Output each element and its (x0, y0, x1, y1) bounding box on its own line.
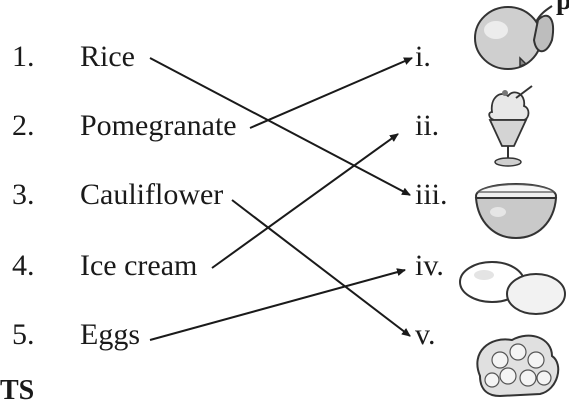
item-label-ice-cream: Ice cream (80, 249, 198, 282)
numeral-i: i. (415, 40, 431, 73)
match-arrow-rice-to-iii (149, 57, 411, 196)
item-label-cauliflower: Cauliflower (80, 178, 224, 211)
item-number-1: 1. (12, 40, 35, 73)
item-number-5: 5. (12, 318, 35, 351)
match-arrow-cauliflower-to-v (231, 199, 411, 337)
item-number-4: 4. (12, 249, 35, 282)
eggs-illustration (459, 261, 566, 315)
item-number-2: 2. (12, 109, 35, 142)
pomegranate-illustration (474, 5, 554, 70)
item-label-rice: Rice (80, 40, 135, 73)
numeral-ii: ii. (415, 109, 440, 142)
item-label-pomegranate: Pomegranate (80, 109, 237, 142)
numeral-v: v. (415, 318, 436, 351)
cauliflower-illustration (476, 334, 560, 398)
header-fragment: p (556, 0, 569, 16)
numeral-iv: iv. (415, 249, 444, 282)
item-number-3: 3. (12, 178, 35, 211)
ice-cream-sundae-illustration (488, 85, 533, 167)
item-label-eggs: Eggs (80, 318, 140, 351)
match-arrow-ice-cream-to-ii (211, 133, 399, 269)
bowl-of-rice-illustration (474, 183, 558, 240)
numeral-iii: iii. (415, 178, 448, 211)
match-arrow-eggs-to-iv (149, 268, 406, 341)
match-arrow-pomegranate-to-i (249, 57, 413, 129)
